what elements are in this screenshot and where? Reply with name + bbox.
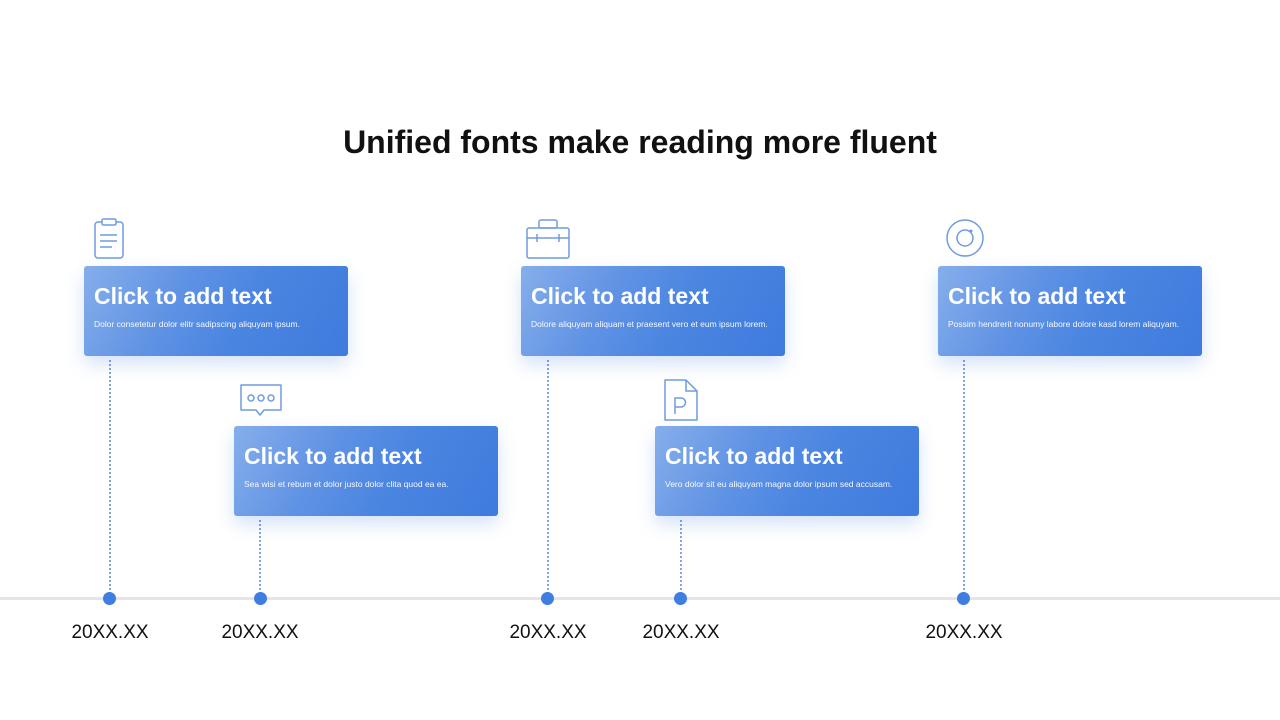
timeline-connector bbox=[109, 360, 111, 594]
timeline-date: 20XX.XX bbox=[71, 622, 149, 643]
timeline-marker bbox=[957, 592, 970, 605]
clipboard-icon bbox=[92, 218, 126, 260]
event-card-heading[interactable]: Click to add text bbox=[244, 443, 422, 469]
event-card-body[interactable]: Dolor consetetur dolor elitr sadipscing … bbox=[94, 319, 300, 329]
timeline-marker bbox=[103, 592, 116, 605]
event-card-body[interactable]: Vero dolor sit eu aliquyam magna dolor i… bbox=[665, 479, 893, 489]
timeline-marker bbox=[674, 592, 687, 605]
timeline-date: 20XX.XX bbox=[221, 622, 299, 643]
briefcase-icon bbox=[525, 218, 571, 260]
event-card[interactable]: Click to add text Dolore aliquyam aliqua… bbox=[521, 266, 785, 356]
event-card-heading[interactable]: Click to add text bbox=[94, 283, 272, 309]
event-card-body[interactable]: Dolore aliquyam aliquam et praesent vero… bbox=[531, 319, 768, 329]
event-card[interactable]: Click to add text Sea wisi et rebum et d… bbox=[234, 426, 498, 516]
timeline-date: 20XX.XX bbox=[642, 622, 720, 643]
timeline-axis bbox=[0, 597, 1280, 600]
chat-bubble-icon bbox=[238, 382, 284, 418]
event-card-heading[interactable]: Click to add text bbox=[948, 283, 1126, 309]
event-card[interactable]: Click to add text Dolor consetetur dolor… bbox=[84, 266, 348, 356]
event-card-heading[interactable]: Click to add text bbox=[665, 443, 843, 469]
timeline-connector bbox=[547, 360, 549, 594]
timeline-marker bbox=[254, 592, 267, 605]
timeline-connector bbox=[680, 520, 682, 594]
timeline-date: 20XX.XX bbox=[925, 622, 1003, 643]
timeline-marker bbox=[541, 592, 554, 605]
event-card-body[interactable]: Possim hendrerit nonumy labore dolore ka… bbox=[948, 319, 1180, 329]
event-card[interactable]: Click to add text Possim hendrerit nonum… bbox=[938, 266, 1202, 356]
timeline-connector bbox=[259, 520, 261, 594]
event-card-body[interactable]: Sea wisi et rebum et dolor justo dolor c… bbox=[244, 479, 449, 489]
timeline-connector bbox=[963, 360, 965, 594]
document-p-icon bbox=[662, 378, 700, 422]
event-card[interactable]: Click to add text Vero dolor sit eu aliq… bbox=[655, 426, 919, 516]
page-title: Unified fonts make reading more fluent bbox=[343, 124, 937, 160]
timeline-date: 20XX.XX bbox=[509, 622, 587, 643]
event-card-heading[interactable]: Click to add text bbox=[531, 283, 709, 309]
camera-lens-icon bbox=[944, 217, 986, 259]
